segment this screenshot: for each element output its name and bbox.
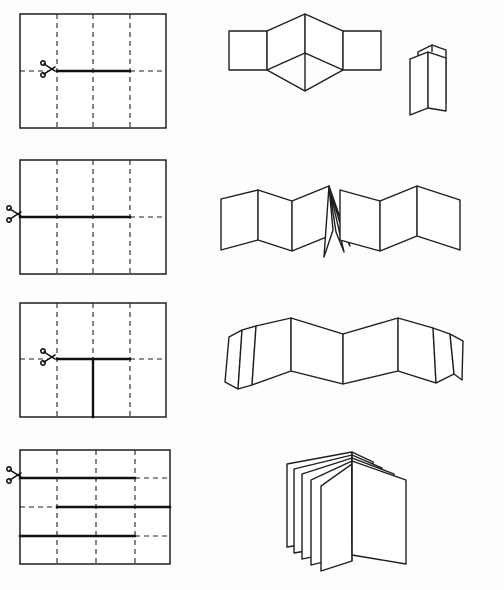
panel: [342, 30, 382, 71]
panel: [251, 317, 292, 386]
booklet-cover: [409, 51, 429, 116]
step-2-sheet: [6, 159, 167, 275]
panel: [397, 317, 437, 384]
panel: [339, 189, 381, 252]
panel: [291, 185, 330, 252]
panel: [304, 13, 344, 71]
step-1-unfolded-strip: [228, 13, 382, 92]
step-3-zigzag-strip: [224, 317, 464, 390]
panel: [228, 30, 268, 71]
panel: [266, 13, 306, 71]
center-fold: [323, 185, 334, 258]
panel: [220, 189, 259, 251]
step-1-sheet: [19, 13, 167, 129]
book-back-cover: [351, 460, 407, 565]
booklet-page: [427, 51, 447, 112]
scissors-icon: [6, 466, 22, 485]
step-3-sheet: [19, 302, 167, 419]
scissors-icon: [6, 205, 22, 224]
scissors-icon: [40, 348, 56, 367]
panel: [342, 317, 399, 385]
step-1-small-booklet: [409, 44, 447, 116]
panel: [416, 185, 461, 251]
step-2-accordion-strip: [220, 185, 461, 258]
panel: [290, 317, 344, 385]
step-4-standing-book: [286, 451, 407, 572]
step-4-sheet: [6, 449, 172, 565]
panel: [257, 189, 293, 252]
scissors-icon: [40, 60, 56, 79]
panel: [379, 185, 418, 252]
end-flap: [449, 333, 464, 381]
